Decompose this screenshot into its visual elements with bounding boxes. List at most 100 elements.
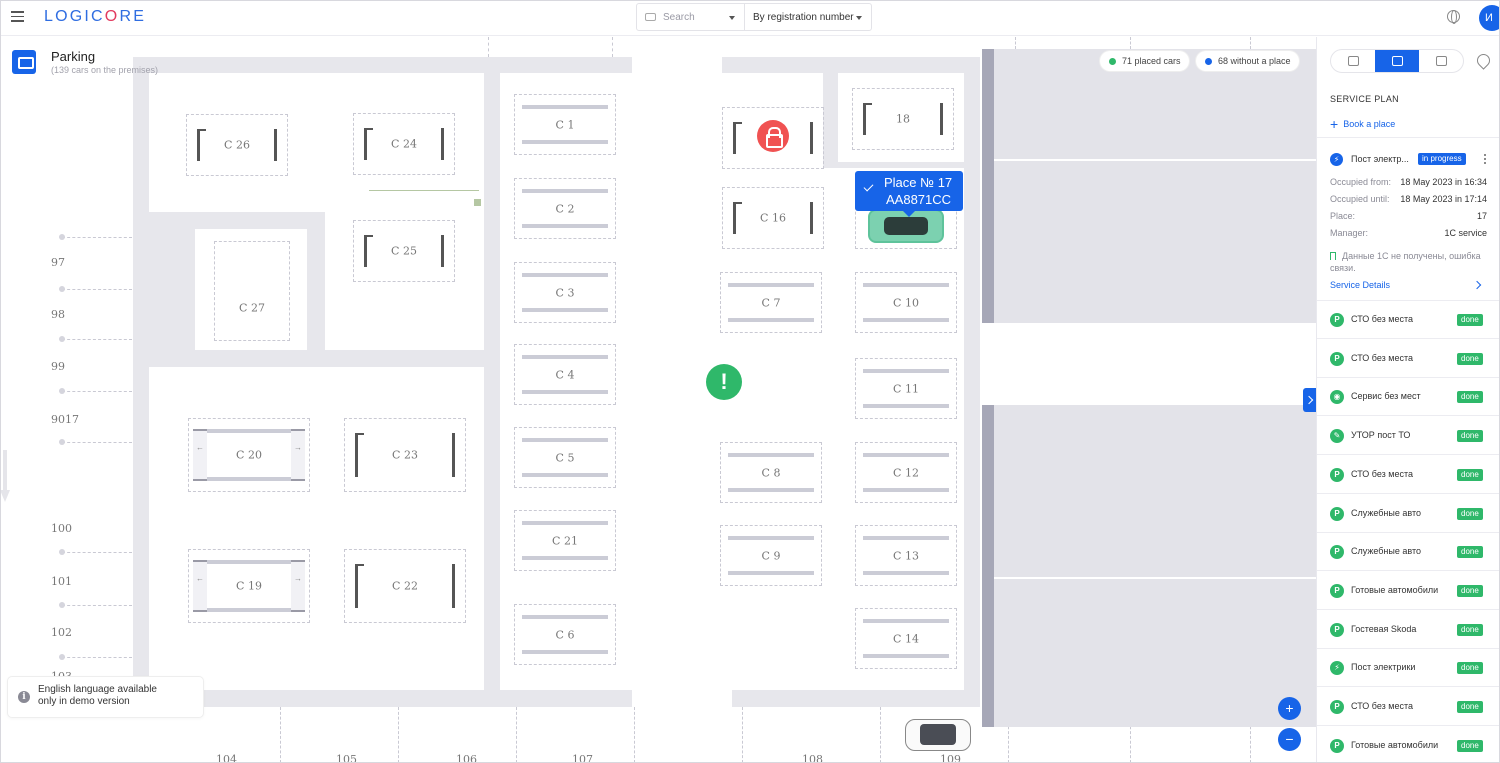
parking-spot-c25[interactable]: C 25 [353,220,455,282]
arrow-left-icon: ← [193,560,207,612]
parking-spot-c24[interactable]: C 24 [353,113,455,175]
parking-spot-c3[interactable]: C 3 [514,262,616,323]
zone [994,405,1316,577]
parking-car-icon [12,50,36,74]
row-marker [59,336,65,342]
parking-spot-c8[interactable]: C 8 [720,442,822,503]
row-number: 106 [456,753,477,763]
place-tooltip[interactable]: Place № 17 AA8871CC [855,171,963,217]
search-input[interactable]: Search [637,4,745,30]
row-guide [62,289,132,290]
parking-spot-c4[interactable]: C 4 [514,344,616,405]
parking-spot-c7[interactable]: C 7 [720,272,822,333]
status-badge: done [1457,314,1483,326]
status-badge: done [1457,739,1483,752]
parking-spot-c19[interactable]: ←→C 19 [188,549,310,623]
parking-spot-c11[interactable]: C 11 [855,358,957,419]
hamburger-menu-icon[interactable] [11,11,24,22]
status-badge: in progress [1418,153,1466,165]
globe-icon[interactable] [1447,10,1460,24]
row-guide [398,707,399,763]
parking-spot-c21[interactable]: C 21 [514,510,616,571]
service-type-icon: P [1330,738,1344,753]
parking-spot-c5[interactable]: C 5 [514,427,616,488]
tab-service[interactable] [1375,50,1419,72]
chevron-right-icon[interactable] [1472,280,1482,290]
service-type-icon: P [1330,313,1344,327]
more-icon[interactable] [1484,154,1486,166]
parking-spot-c9[interactable]: C 9 [720,525,822,586]
arrow-right-icon: → [291,560,305,612]
place-row: Place:17 [1330,211,1487,221]
tab-list[interactable] [1419,50,1463,72]
alert-icon[interactable]: ! [706,364,742,400]
service-type-icon: P [1330,700,1344,714]
parking-spot-c22[interactable]: C 22 [344,549,466,623]
parking-spot-c14[interactable]: C 14 [855,608,957,669]
parking-spot-c27[interactable]: C 27 [214,241,290,341]
parking-map[interactable]: 97 98 99 9017 100 101 102 103 104 105 10… [0,37,1316,763]
driveway [652,690,732,707]
car-unplaced[interactable] [905,719,971,751]
parking-spot-c2[interactable]: C 2 [514,178,616,239]
check-icon [863,181,874,192]
bookmark-icon [1330,252,1336,260]
chevron-down-icon[interactable] [729,16,735,20]
book-place-button[interactable]: +Book a place [1330,116,1396,132]
divider [1317,137,1500,138]
row-guide [1015,37,1016,49]
parking-spot-18[interactable]: 18 [852,88,954,150]
service-type-icon: ◉ [1330,390,1344,405]
legend-placed-cars[interactable]: 71 placed cars [1100,51,1189,71]
page-subtitle: (139 cars on the premises) [51,65,159,75]
parking-spot-c12[interactable]: C 12 [855,442,957,503]
logo[interactable]: LOGICORE [44,8,147,25]
occupied-from-row: Occupied from:18 May 2023 in 16:34 [1330,177,1487,187]
divider [1317,300,1500,301]
zoom-out-button[interactable]: − [1278,728,1301,751]
row-guide [1130,707,1131,763]
user-avatar[interactable]: И [1479,5,1500,31]
parking-spot-c6[interactable]: C 6 [514,604,616,665]
status-badge: done [1457,391,1483,404]
legend-without-place[interactable]: 68 without a place [1196,51,1299,71]
users-icon [1348,56,1359,66]
car-placed-17[interactable] [868,209,944,243]
parking-spot-c10[interactable]: C 10 [855,272,957,333]
row-marker [59,286,65,292]
parking-spot-c1[interactable]: C 1 [514,94,616,155]
wall [838,162,964,168]
panel-toggle-button[interactable] [1303,388,1316,412]
lock-icon[interactable] [757,120,789,152]
row-number: 108 [802,753,823,763]
parking-spot-c23[interactable]: C 23 [344,418,466,492]
parking-spot-c13[interactable]: C 13 [855,525,957,586]
parking-spot-locked[interactable] [722,107,824,169]
location-pin-icon[interactable] [1474,51,1493,70]
parking-spot-c26[interactable]: C 26 [186,114,288,176]
status-badge: done [1457,430,1483,443]
service-details-link[interactable]: Service Details [1330,280,1391,290]
zoom-in-button[interactable]: + [1278,697,1301,720]
row-guide [1250,37,1251,49]
parking-spot-c20[interactable]: ←→C 20 [188,418,310,492]
row-guide [612,37,613,57]
row-marker [59,439,65,445]
tab-users[interactable] [1331,50,1375,72]
search-mode-select[interactable]: By registration number [745,4,871,30]
service-type-icon: P [1330,506,1344,521]
parking-spot-c16[interactable]: C 16 [722,187,824,249]
